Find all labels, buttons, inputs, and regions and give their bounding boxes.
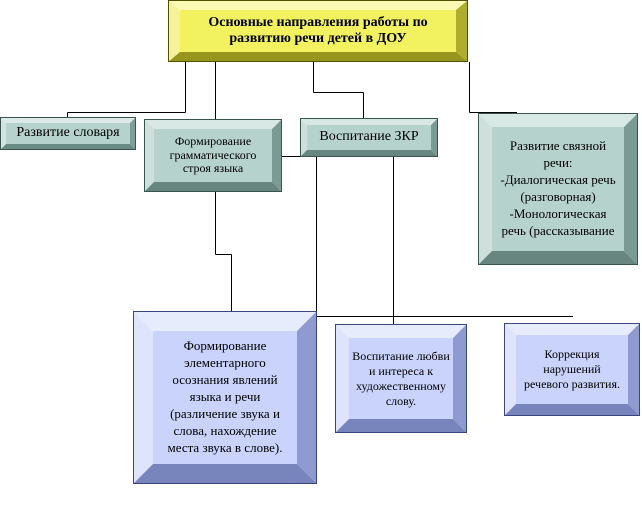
title-box: Основные направления работы по развитию …: [168, 0, 468, 62]
literature-text: Воспитание любви и интереса к художестве…: [345, 338, 457, 419]
correction-box: Коррекция нарушений речевого развития.: [504, 323, 640, 416]
coherent-line-4: (разговорная): [520, 189, 596, 204]
literature-line-2: и интереса к: [368, 363, 434, 378]
literature-line-1: Воспитание любви: [352, 348, 450, 363]
grammar-text: Формирование грамматического строя языка: [154, 129, 272, 182]
correction-line-3: речевого развития.: [524, 377, 620, 391]
literature-box: Воспитание любви и интереса к художестве…: [335, 324, 467, 433]
elementary-line-3: осознания явлений: [172, 372, 278, 388]
zkr-text: Воспитание ЗКР: [307, 125, 431, 150]
coherent-line-6: речь (рассказывание: [501, 222, 615, 238]
elementary-line-1: Формирование: [183, 338, 267, 354]
literature-line-4: слову.: [385, 393, 417, 408]
elementary-line-6: слова, нахождение: [173, 422, 277, 438]
grammar-line-3: строя языка: [182, 161, 244, 176]
coherent-line-3: -Диалогическая речь: [500, 172, 616, 188]
coherent-speech-text: Развитие связной речи: -Диалогическая ре…: [488, 127, 628, 251]
elementary-line-7: места звука в слове).: [167, 439, 283, 455]
title-line-2: развитию речи детей в ДОУ: [229, 31, 407, 46]
zkr-label: Воспитание ЗКР: [319, 129, 419, 145]
vocabulary-text: Развитие словаря: [6, 123, 130, 144]
grammar-line-2: грамматического: [169, 147, 257, 162]
elementary-awareness-text: Формирование элементарного осознания явл…: [149, 331, 301, 464]
zkr-box: Воспитание ЗКР: [300, 118, 438, 157]
coherent-line-2: речи:: [543, 155, 573, 171]
title-line-1: Основные направления работы по: [208, 14, 428, 30]
elementary-line-5: (различение звука и: [170, 405, 280, 421]
correction-line-2: нарушений: [543, 362, 601, 376]
coherent-line-1: Развитие связной: [509, 138, 607, 154]
vocabulary-label: Развитие словаря: [16, 125, 120, 141]
elementary-line-2: элементарного: [184, 355, 266, 371]
vocabulary-box: Развитие словаря: [0, 117, 136, 150]
coherent-line-5: -Монологическая: [509, 205, 607, 221]
grammar-line-1: Формирование: [174, 133, 252, 148]
elementary-line-4: языка и речи: [189, 389, 261, 405]
title-text: Основные направления работы по развитию …: [180, 10, 456, 52]
correction-text: Коррекция нарушений речевого развития.: [512, 335, 632, 404]
elementary-awareness-box: Формирование элементарного осознания явл…: [133, 311, 317, 484]
grammar-box: Формирование грамматического строя языка: [144, 119, 282, 192]
literature-line-3: художественному: [355, 378, 447, 393]
coherent-speech-box: Развитие связной речи: -Диалогическая ре…: [478, 113, 638, 265]
correction-line-1: Коррекция: [544, 347, 600, 361]
